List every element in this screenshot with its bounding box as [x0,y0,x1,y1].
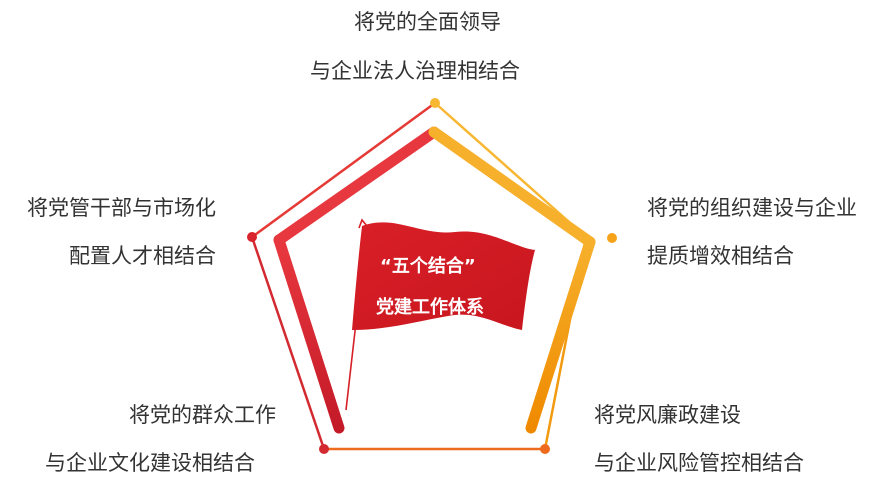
label-left-line2: 配置人才相结合 [69,244,216,268]
vertex-dot-right [607,233,617,243]
label-right-line2: 提质增效相结合 [647,244,794,268]
flag-title-line2: 党建工作体系 [376,297,484,318]
flag-title-line1: “五个结合” [380,256,476,277]
inner-pentagon [273,126,596,434]
label-bottom-right-line1: 将党风廉政建设 [594,403,741,427]
label-bottom-left-line2: 与企业文化建设相结合 [45,451,255,475]
vertex-dot-bottom-left [319,444,329,454]
vertex-dot-bottom-right [540,444,550,454]
label-top-line1: 将党的全面领导 [354,10,501,34]
label-left-line1: 将党管干部与市场化 [27,196,216,220]
flag [345,218,535,411]
vertex-dot-left [247,232,257,242]
label-right-line1: 将党的组织建设与企业 [647,196,857,220]
label-bottom-left-line1: 将党的群众工作 [129,403,276,427]
vertex-dot-top [430,98,440,108]
label-bottom-right-line2: 与企业风险管控相结合 [594,451,804,475]
label-top-line2: 与企业法人治理相结合 [310,59,520,83]
flag-cloth [352,222,535,330]
